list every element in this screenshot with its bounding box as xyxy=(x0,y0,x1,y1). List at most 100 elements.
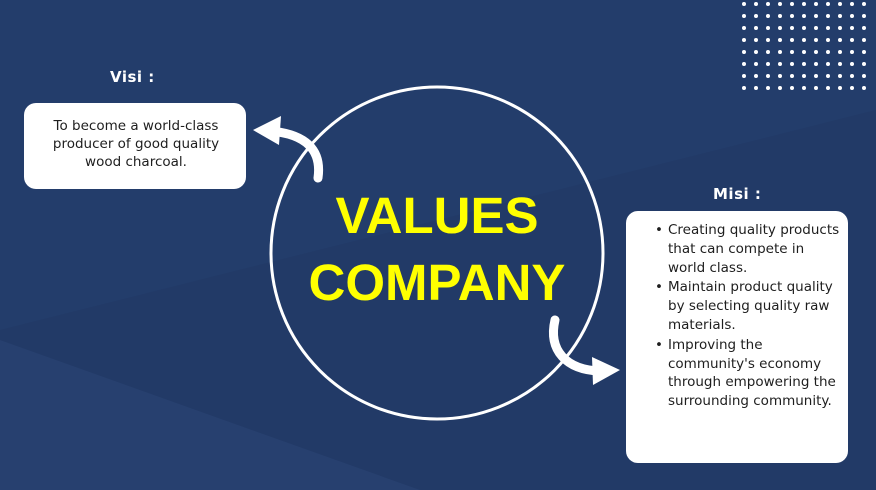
pattern-dot xyxy=(754,50,758,54)
title-line-1: VALUES xyxy=(335,187,539,244)
pattern-dot xyxy=(766,26,770,30)
pattern-dot xyxy=(790,26,794,30)
arrow-to-misi-icon xyxy=(549,315,605,376)
pattern-dot xyxy=(754,74,758,78)
pattern-dot xyxy=(778,50,782,54)
pattern-dot xyxy=(778,62,782,66)
pattern-dot xyxy=(790,2,794,6)
pattern-dot xyxy=(862,86,866,90)
pattern-dot xyxy=(826,2,830,6)
pattern-dot xyxy=(790,86,794,90)
visi-heading: Visi : xyxy=(110,68,155,86)
pattern-dot xyxy=(850,2,854,6)
pattern-dot xyxy=(850,50,854,54)
misi-heading: Misi : xyxy=(713,185,762,203)
pattern-dot xyxy=(862,74,866,78)
pattern-dot xyxy=(850,26,854,30)
pattern-dot xyxy=(862,2,866,6)
pattern-dot xyxy=(814,26,818,30)
pattern-dot xyxy=(850,14,854,18)
pattern-dot xyxy=(802,2,806,6)
pattern-dot xyxy=(826,14,830,18)
pattern-dot xyxy=(850,74,854,78)
pattern-dot xyxy=(778,14,782,18)
pattern-dot xyxy=(802,86,806,90)
pattern-dot xyxy=(778,38,782,42)
pattern-dot xyxy=(826,26,830,30)
pattern-dot xyxy=(814,74,818,78)
misi-item-text: Improving the community's economy throug… xyxy=(668,336,836,410)
arrow-to-misi-head-icon xyxy=(592,357,620,385)
misi-item-text: Creating quality products that can compe… xyxy=(668,222,840,276)
pattern-dot xyxy=(838,38,842,42)
pattern-dot xyxy=(742,86,746,90)
pattern-dot xyxy=(826,86,830,90)
pattern-dot xyxy=(826,50,830,54)
misi-list: • Creating quality products that can comp… xyxy=(626,221,848,412)
pattern-dot xyxy=(802,74,806,78)
pattern-dot xyxy=(838,2,842,6)
misi-item: • Creating quality products that can comp… xyxy=(626,221,848,277)
pattern-dot xyxy=(802,62,806,66)
pattern-dot xyxy=(814,2,818,6)
pattern-dot xyxy=(838,86,842,90)
pattern-dot xyxy=(766,50,770,54)
dot-pattern xyxy=(742,2,866,90)
pattern-dot xyxy=(754,38,758,42)
pattern-dot xyxy=(862,26,866,30)
pattern-dot xyxy=(826,74,830,78)
pattern-dot xyxy=(826,38,830,42)
pattern-dot xyxy=(754,86,758,90)
pattern-dot xyxy=(778,2,782,6)
pattern-dot xyxy=(814,86,818,90)
pattern-dot xyxy=(790,74,794,78)
pattern-dot xyxy=(790,62,794,66)
pattern-dot xyxy=(850,62,854,66)
pattern-dot xyxy=(766,38,770,42)
misi-item-text: Maintain product quality by selecting qu… xyxy=(668,279,833,333)
pattern-dot xyxy=(802,26,806,30)
bullet-icon: • xyxy=(655,222,663,238)
pattern-dot xyxy=(766,62,770,66)
pattern-dot xyxy=(742,26,746,30)
pattern-dot xyxy=(862,62,866,66)
bullet-icon: • xyxy=(655,336,663,353)
pattern-dot xyxy=(850,86,854,90)
pattern-dot xyxy=(838,26,842,30)
pattern-dot xyxy=(790,14,794,18)
pattern-dot xyxy=(814,14,818,18)
visi-card: To become a world-class producer of good… xyxy=(24,103,246,189)
pattern-dot xyxy=(766,2,770,6)
misi-item: • Maintain product quality by selecting q… xyxy=(626,278,848,334)
misi-item: • Improving the community's economy throu… xyxy=(626,336,848,411)
misi-card: • Creating quality products that can comp… xyxy=(626,211,848,463)
pattern-dot xyxy=(862,38,866,42)
arrow-to-visi-head-icon xyxy=(253,116,281,145)
pattern-dot xyxy=(742,38,746,42)
pattern-dot xyxy=(862,14,866,18)
pattern-dot xyxy=(742,62,746,66)
pattern-dot xyxy=(814,62,818,66)
pattern-dot xyxy=(802,50,806,54)
pattern-dot xyxy=(778,26,782,30)
pattern-dot xyxy=(754,62,758,66)
pattern-dot xyxy=(838,14,842,18)
pattern-dot xyxy=(766,86,770,90)
pattern-dot xyxy=(838,74,842,78)
bullet-icon: • xyxy=(655,279,663,296)
pattern-dot xyxy=(790,50,794,54)
pattern-dot xyxy=(766,14,770,18)
pattern-dot xyxy=(838,50,842,54)
pattern-dot xyxy=(742,2,746,6)
arrow-to-visi-icon xyxy=(265,126,324,183)
pattern-dot xyxy=(742,74,746,78)
pattern-dot xyxy=(766,74,770,78)
pattern-dot xyxy=(778,74,782,78)
pattern-dot xyxy=(754,26,758,30)
pattern-dot xyxy=(814,38,818,42)
pattern-dot xyxy=(754,14,758,18)
pattern-dot xyxy=(778,86,782,90)
pattern-dot xyxy=(802,14,806,18)
